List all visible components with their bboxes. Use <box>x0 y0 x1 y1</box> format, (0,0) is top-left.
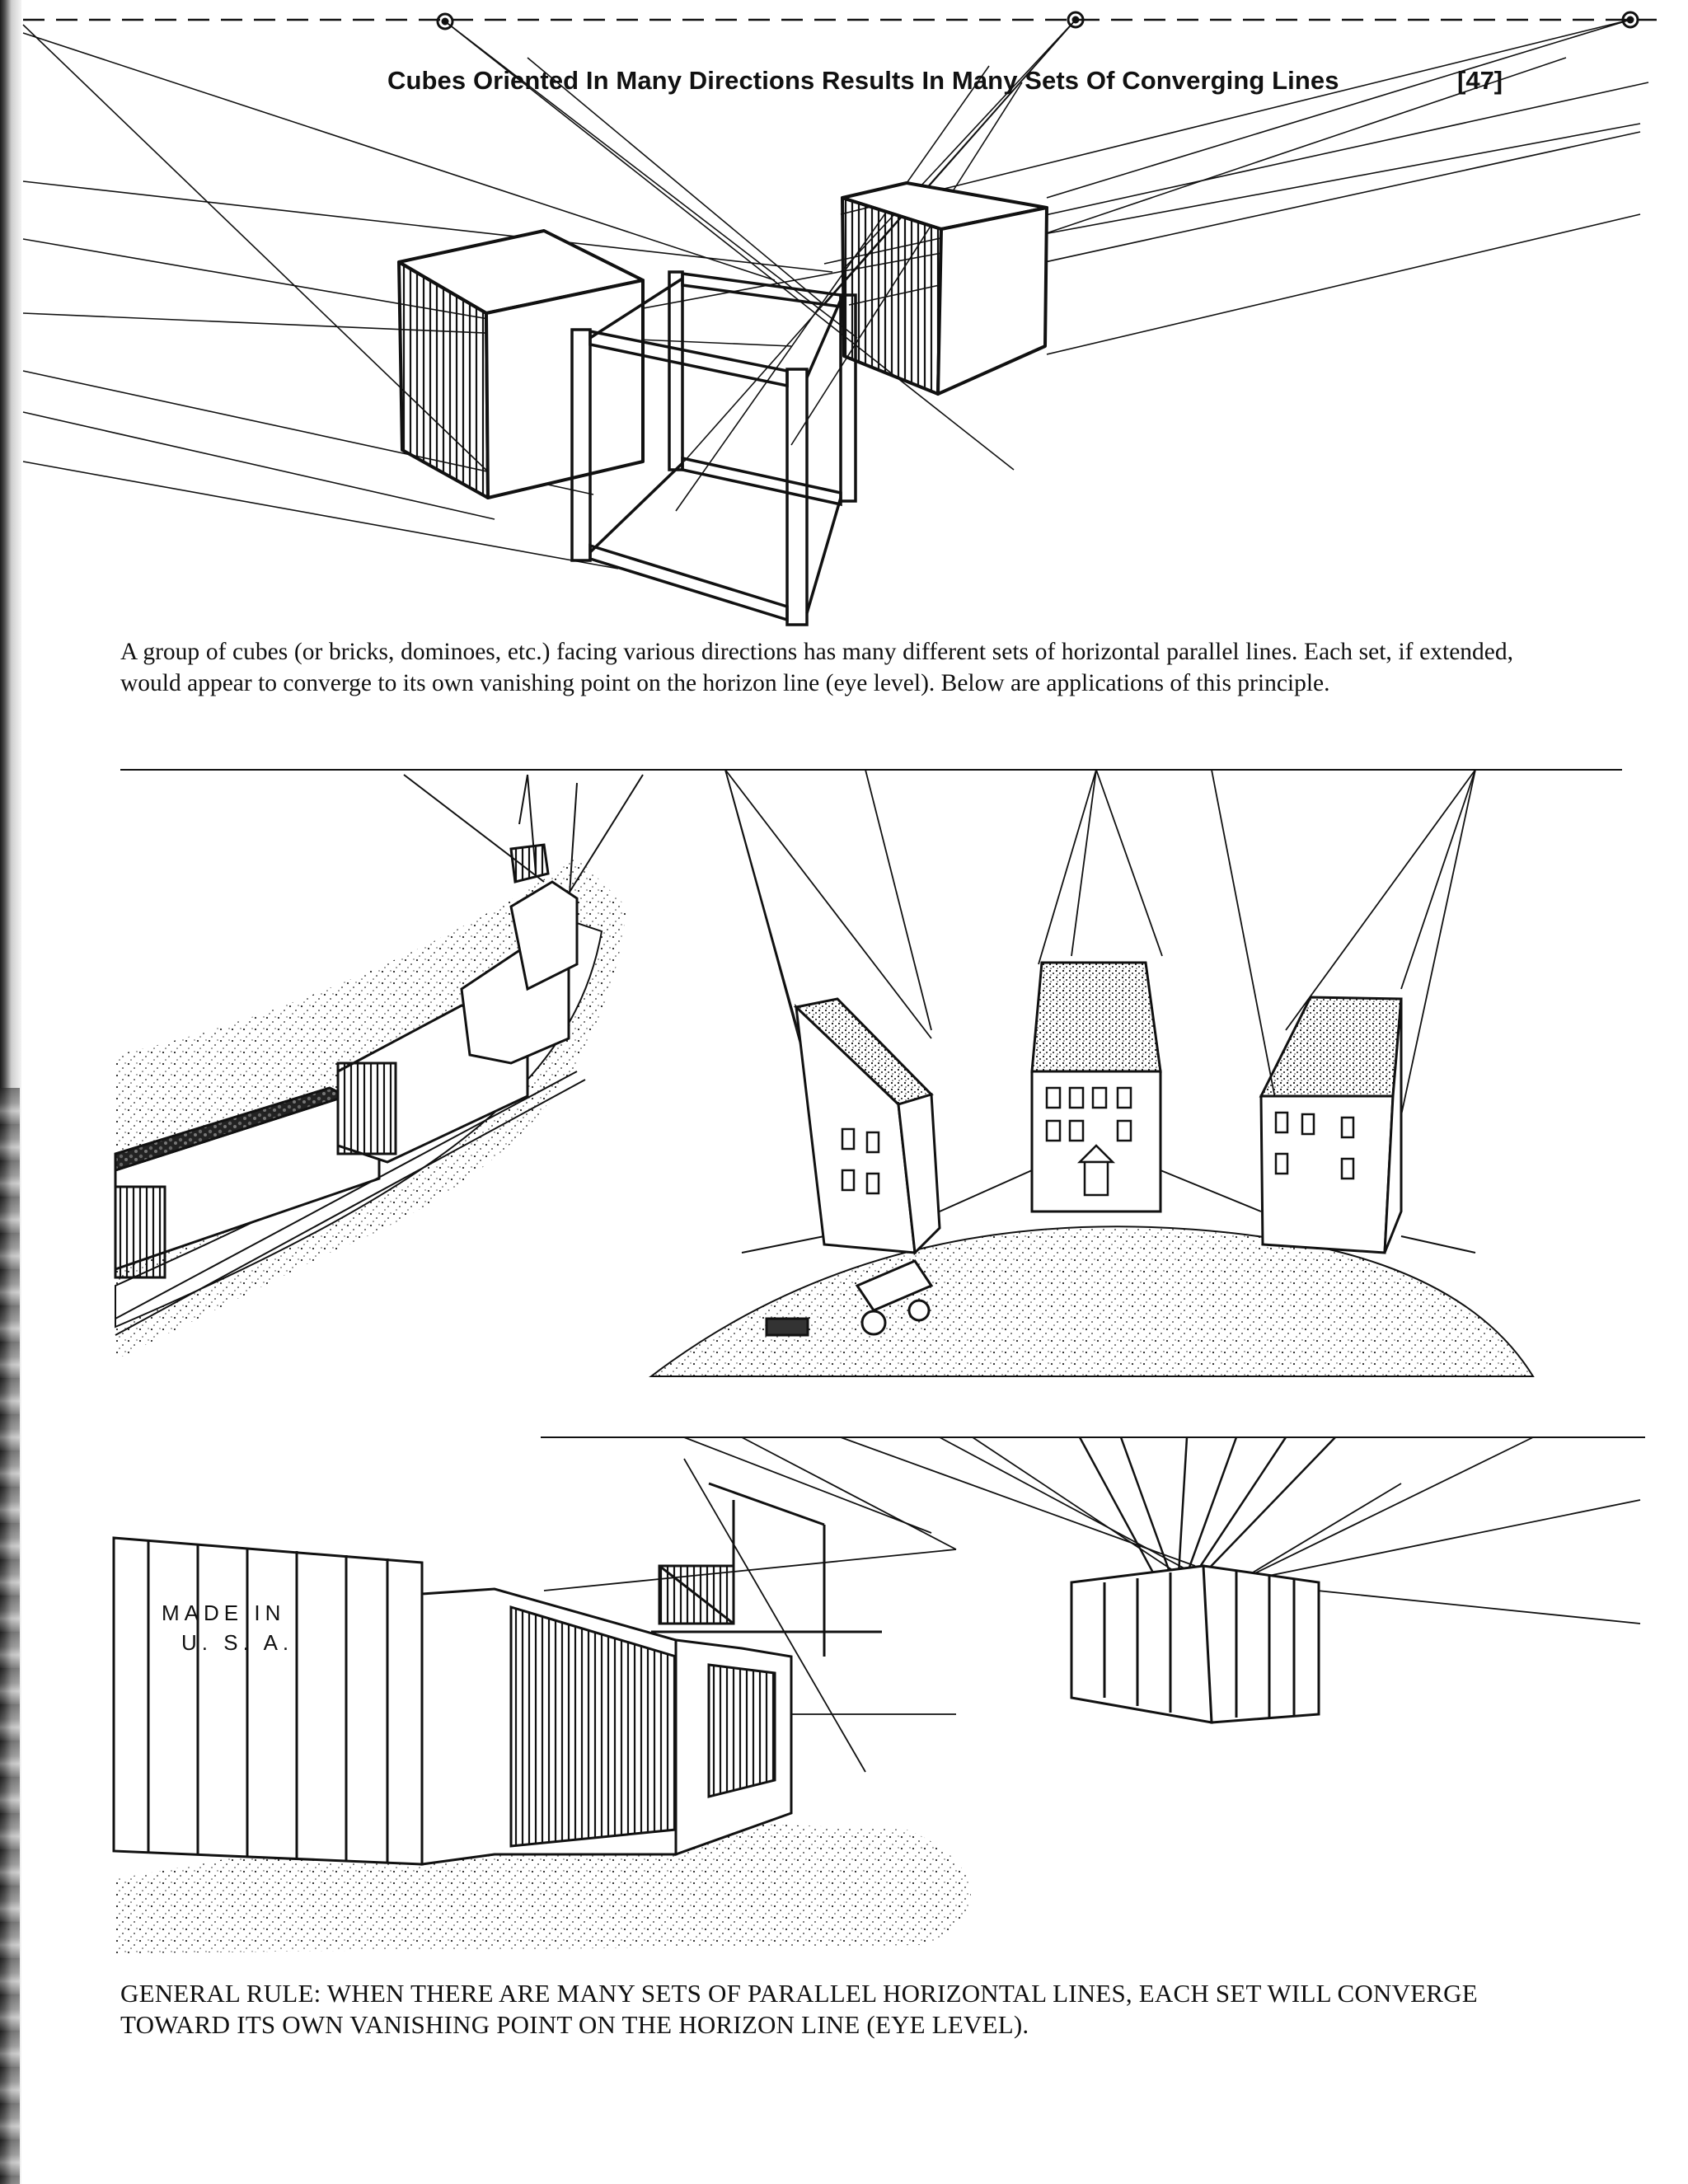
train-scene <box>115 775 643 1360</box>
page-number: [47] <box>1457 66 1503 96</box>
general-rule-text: GENERAL RULE: WHEN THERE ARE MANY SETS O… <box>120 1978 1522 2041</box>
page-title: Cubes Oriented In Many Directions Result… <box>387 66 1640 96</box>
street-scene <box>651 770 1533 1376</box>
crate-stencil-line-2: U. S. A. <box>181 1630 293 1656</box>
solid-cube-right <box>842 183 1047 394</box>
crate-stencil-line-1: MADE IN <box>162 1601 285 1626</box>
caption-paragraph: A group of cubes (or bricks, dominoes, e… <box>120 636 1513 699</box>
crate-scene <box>114 1437 1640 1953</box>
solid-cube-left <box>399 231 643 498</box>
